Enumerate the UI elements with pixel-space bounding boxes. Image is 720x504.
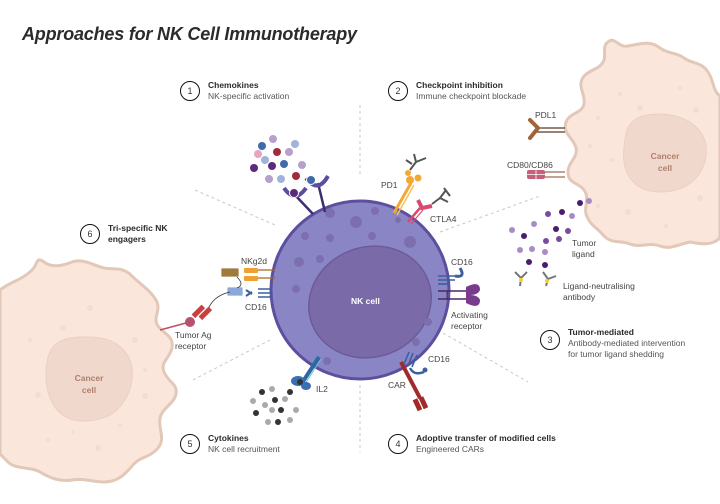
tumor-ag-label-line2: receptor [175, 341, 207, 351]
ctla4-label: CTLA4 [430, 214, 457, 224]
chemokine-particles [250, 135, 306, 183]
step-1-chemokines: 1 Chemokines NK-specific activation [180, 80, 289, 102]
cancer-cell-right-nucleus [623, 113, 707, 193]
step-heading: Cytokines [208, 433, 249, 443]
divider-lower-left [192, 339, 271, 381]
step-subtitle-line2: for tumor ligand shedding [568, 349, 664, 359]
cytokine-particles [250, 386, 299, 425]
cancer-cell-right [563, 38, 720, 249]
ligand-neutralising-antibodies [514, 271, 557, 287]
ligand-antibody-label: Ligand-neutralising antibody [563, 281, 635, 303]
divider-upper-left [194, 189, 276, 226]
pd1-label: PD1 [381, 180, 398, 190]
ctla4-antibody [431, 187, 451, 205]
cd16-right-label: CD16 [451, 257, 473, 267]
divider-lower-right [442, 332, 529, 383]
activating-receptor-label-line2: receptor [451, 321, 483, 331]
nkg2d-label: NKg2d [241, 256, 267, 266]
step-number-badge: 1 [180, 81, 200, 101]
step-number-badge: 5 [180, 434, 200, 454]
step-heading: Adoptive transfer of modified cells [416, 433, 556, 443]
step-number-badge: 3 [540, 330, 560, 350]
step-subtitle: Engineered CARs [416, 444, 485, 454]
nk-cell [269, 199, 451, 381]
step-subtitle: NK-specific activation [208, 91, 290, 101]
step-subtitle: Antibody-mediated intervention [568, 338, 686, 348]
step-heading: Checkpoint inhibition [416, 80, 503, 90]
car-receptor [399, 361, 429, 412]
step-6-tri-specific-engagers: 6 Tri-specific NK engagers [80, 223, 168, 245]
nk-cell-nucleus [308, 245, 432, 359]
tumor-ag-receptor-label: Tumor Ag receptor [175, 330, 212, 352]
activating-receptor [438, 284, 480, 306]
step-number-badge: 4 [388, 434, 408, 454]
cancer-cell-right-label: Cancer cell [640, 150, 690, 174]
activating-receptor-label: Activating receptor [451, 310, 488, 332]
cancer-cell-left-label: Cancer cell [64, 372, 114, 396]
cd16-bottom-receptor [403, 351, 428, 375]
chemokine-receptors [282, 174, 330, 215]
tumor-ligand-label: Tumor ligand [572, 238, 596, 260]
step-3-tumor-mediated: 3 Tumor-mediated Antibody-mediated inter… [540, 327, 685, 360]
ctla4-receptor [407, 199, 433, 225]
step-2-checkpoint-inhibition: 2 Checkpoint inhibition Immune checkpoin… [388, 80, 526, 102]
step-heading: Tumor-mediated [568, 327, 634, 337]
cancer-cell-left-nucleus [45, 336, 133, 422]
divider-lines [192, 105, 541, 452]
ligand-antibody-label-line1: Ligand-neutralising [563, 281, 635, 291]
cancer-cell-right-label-line2: cell [657, 163, 673, 173]
step-subtitle: NK cell recruitment [208, 444, 280, 454]
page-title: Approaches for NK Cell Immunotherapy [22, 24, 357, 44]
cancer-cell-right-dots [588, 86, 703, 228]
step-4-adoptive-transfer: 4 Adoptive transfer of modified cells En… [388, 433, 556, 455]
tumor-ligand-label-line1: Tumor [572, 238, 597, 248]
tumor-ligand-particles [509, 198, 592, 268]
step-heading: Chemokines [208, 80, 259, 90]
il2-label: IL2 [316, 384, 328, 394]
step-5-cytokines: 5 Cytokines NK cell recruitment [180, 433, 280, 455]
step-heading: Tri-specific NK [108, 223, 168, 233]
step-number-badge: 2 [388, 81, 408, 101]
cd16-right-receptor [438, 267, 464, 285]
pd1-receptor [392, 170, 422, 216]
pdl1-ligand [528, 118, 565, 140]
step-heading-line2: engagers [108, 234, 146, 244]
cd16-bottom-label: CD16 [428, 354, 450, 364]
cancer-cell-left [0, 258, 178, 484]
il2-receptor [291, 355, 322, 390]
car-label: CAR [388, 380, 406, 390]
ligand-antibody-label-line2: antibody [563, 292, 596, 302]
step-subtitle: Immune checkpoint blockade [416, 91, 527, 101]
cancer-cell-left-dots [28, 305, 148, 451]
nk-cell-vesicles [292, 207, 432, 365]
cancer-cell-left-label-line1: Cancer [74, 373, 104, 383]
tri-specific-engager [159, 267, 275, 331]
tumor-ligand-label-line2: ligand [572, 249, 595, 259]
cd80-cd86-label: CD80/CD86 [507, 160, 553, 170]
tumor-ag-label-line1: Tumor Ag [175, 330, 212, 340]
nk-cell-label: NK cell [351, 296, 380, 306]
cd80-cd86-ligand [527, 170, 565, 179]
activating-receptor-label-line1: Activating [451, 310, 488, 320]
pdl1-label: PDL1 [535, 110, 557, 120]
cd16-left-label: CD16 [245, 302, 267, 312]
step-number-badge: 6 [80, 224, 100, 244]
pd1-antibody [405, 153, 427, 171]
cancer-cell-right-label-line1: Cancer [650, 151, 680, 161]
cancer-cell-left-label-line2: cell [81, 385, 97, 395]
